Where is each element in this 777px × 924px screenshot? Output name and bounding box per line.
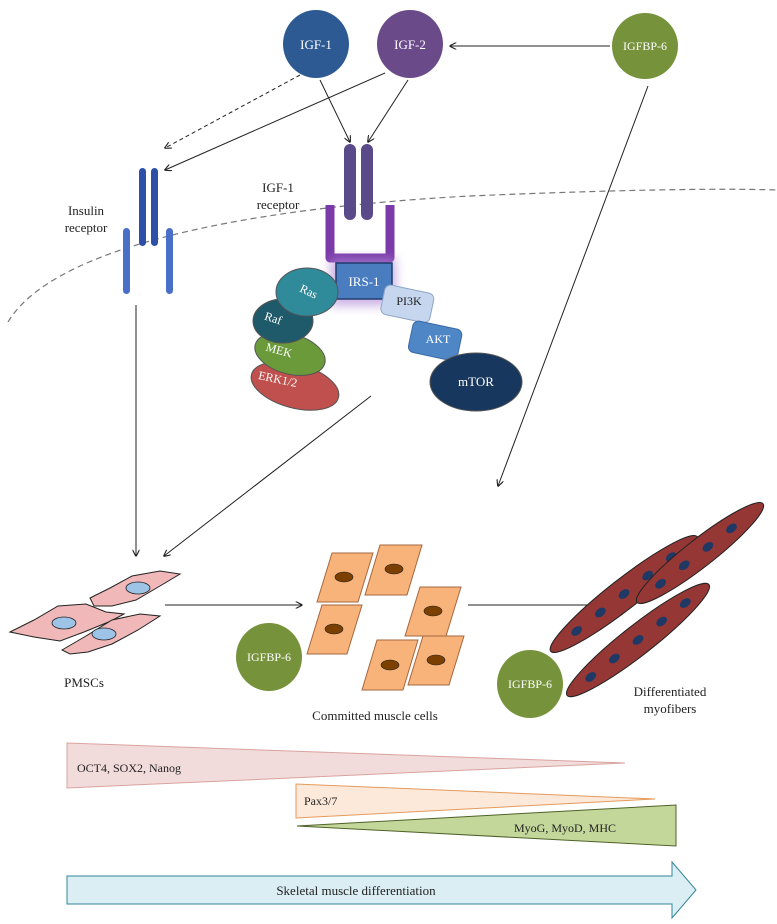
igf1-circle: [283, 10, 349, 78]
igf1r-bar-top: [361, 144, 373, 220]
differentiation-arrow: Skeletal muscle differentiation: [66, 860, 697, 920]
myofibers-label: myofibers: [644, 701, 697, 716]
differentiation-arrow-label: Skeletal muscle differentiation: [276, 883, 436, 898]
ras-node: Ras: [275, 267, 339, 317]
akt-label: AKT: [426, 332, 451, 346]
insulin-receptor-bar: [139, 168, 146, 246]
pax-triangle: [295, 783, 656, 819]
committed-nucleus: [384, 563, 404, 575]
insulin-receptor-bar: [123, 228, 130, 294]
arrow-igf2-to-igf1r: [368, 79, 409, 142]
pmsc-nucleus: [51, 616, 77, 630]
arrow-igf1-to-insulin-receptor: [165, 74, 301, 148]
igfbp6-top-label: IGFBP-6: [623, 39, 667, 53]
pmscs-group: [8, 570, 182, 655]
pi3k-label: PI3K: [396, 294, 422, 308]
igf2-circle: [377, 10, 443, 78]
myofiber-nucleus: [585, 672, 597, 682]
igfbp6-myofibers-circle: [497, 650, 563, 718]
myofiber-nucleus: [618, 589, 630, 599]
mtor-label: mTOR: [458, 374, 494, 389]
committed-cells-label: Committed muscle cells: [312, 708, 438, 723]
igf1-receptor-label: receptor: [257, 197, 300, 212]
igf2-label: IGF-2: [394, 37, 426, 52]
mek-node: MEK: [254, 332, 326, 376]
arrow-igfbp6-to-myofibers: [498, 85, 649, 486]
committed-cells-group: [306, 544, 465, 691]
insulin-receptor-bar: [166, 228, 173, 294]
myofiber-nucleus: [632, 635, 644, 645]
pi3k-node: PI3K: [380, 284, 435, 324]
mtor-ellipse: [429, 352, 523, 412]
igfbp6-committed-circle: [236, 623, 302, 691]
myofiber-nucleus: [609, 653, 620, 664]
insulin-receptor: [123, 168, 173, 294]
pmsc-nucleus: [125, 581, 151, 595]
mek-label: MEK: [264, 340, 294, 361]
igf1r-bracket: [325, 205, 395, 263]
myofibers-label: Differentiated: [634, 684, 707, 699]
pmscs-label: PMSCs: [64, 675, 104, 690]
irs1-node: IRS-1: [335, 262, 393, 300]
myofiber-nucleus: [702, 541, 714, 552]
igf1-ligand: IGF-1: [283, 10, 349, 78]
irs1-label: IRS-1: [348, 274, 379, 289]
igfbp6-committed: IGFBP-6: [236, 623, 302, 691]
myofiber-nucleus: [678, 560, 690, 571]
raf-label: Raf: [263, 309, 284, 328]
pax-wedge: Pax3/7: [295, 783, 656, 819]
igf1-receptor: [325, 144, 395, 263]
mtor-node: mTOR: [429, 352, 523, 412]
pluripotency-triangle: [66, 742, 626, 789]
pluripotency-label: OCT4, SOX2, Nanog: [77, 761, 181, 775]
igf2-ligand: IGF-2: [377, 10, 443, 78]
committed-nucleus: [324, 623, 344, 635]
igf1r-bar-top: [344, 144, 356, 220]
myofiber-nucleus: [679, 598, 691, 608]
differentiation-arrow-shape: [66, 860, 697, 920]
pmsc-nucleus: [91, 627, 117, 641]
igfbp6-committed-label: IGFBP-6: [247, 650, 291, 664]
arrow-igf1-to-igf1r: [319, 79, 350, 142]
myogenic-triangle: [296, 804, 677, 847]
myogenic-wedge: MyoG, MyoD, MHC: [296, 804, 677, 847]
committed-nucleus: [426, 654, 446, 666]
arrow-igf2-to-insulin-receptor: [165, 72, 386, 170]
akt-box: [407, 320, 463, 362]
igf1-receptor-label: IGF-1: [262, 180, 294, 195]
myofibers-group: [549, 502, 765, 698]
myofiber-nucleus: [571, 626, 583, 636]
myofiber-nucleus: [642, 570, 653, 581]
igfbp6-top: IGFBP-6: [612, 13, 678, 79]
ras-ellipse: [275, 267, 339, 317]
irs1-box: [335, 262, 393, 300]
cell-membrane: [7, 188, 777, 323]
myofiber-nucleus: [656, 616, 667, 627]
committed-nucleus: [423, 605, 443, 617]
pi3k-box: [380, 284, 435, 324]
committed-nucleus: [334, 571, 354, 583]
igf1-label: IGF-1: [300, 37, 332, 52]
pax-label: Pax3/7: [304, 794, 337, 808]
committed-nucleus: [380, 659, 400, 671]
myogenic-label: MyoG, MyoD, MHC: [514, 821, 616, 835]
igfbp6-myofibers-label: IGFBP-6: [508, 677, 552, 691]
arrow-cascade-to-pmscs: [164, 395, 372, 556]
insulin-receptor-bar: [151, 168, 158, 246]
myofiber-nucleus: [726, 523, 737, 534]
igfbp6-top-circle: [612, 13, 678, 79]
myofiber-nucleus: [595, 607, 606, 618]
insulin-receptor-label: receptor: [65, 220, 108, 235]
pluripotency-wedge: OCT4, SOX2, Nanog: [66, 742, 626, 789]
igfbp6-myofibers: IGFBP-6: [497, 650, 563, 718]
myofiber-nucleus: [655, 578, 666, 589]
insulin-receptor-label: Insulin: [68, 203, 105, 218]
akt-node: AKT: [407, 320, 463, 362]
